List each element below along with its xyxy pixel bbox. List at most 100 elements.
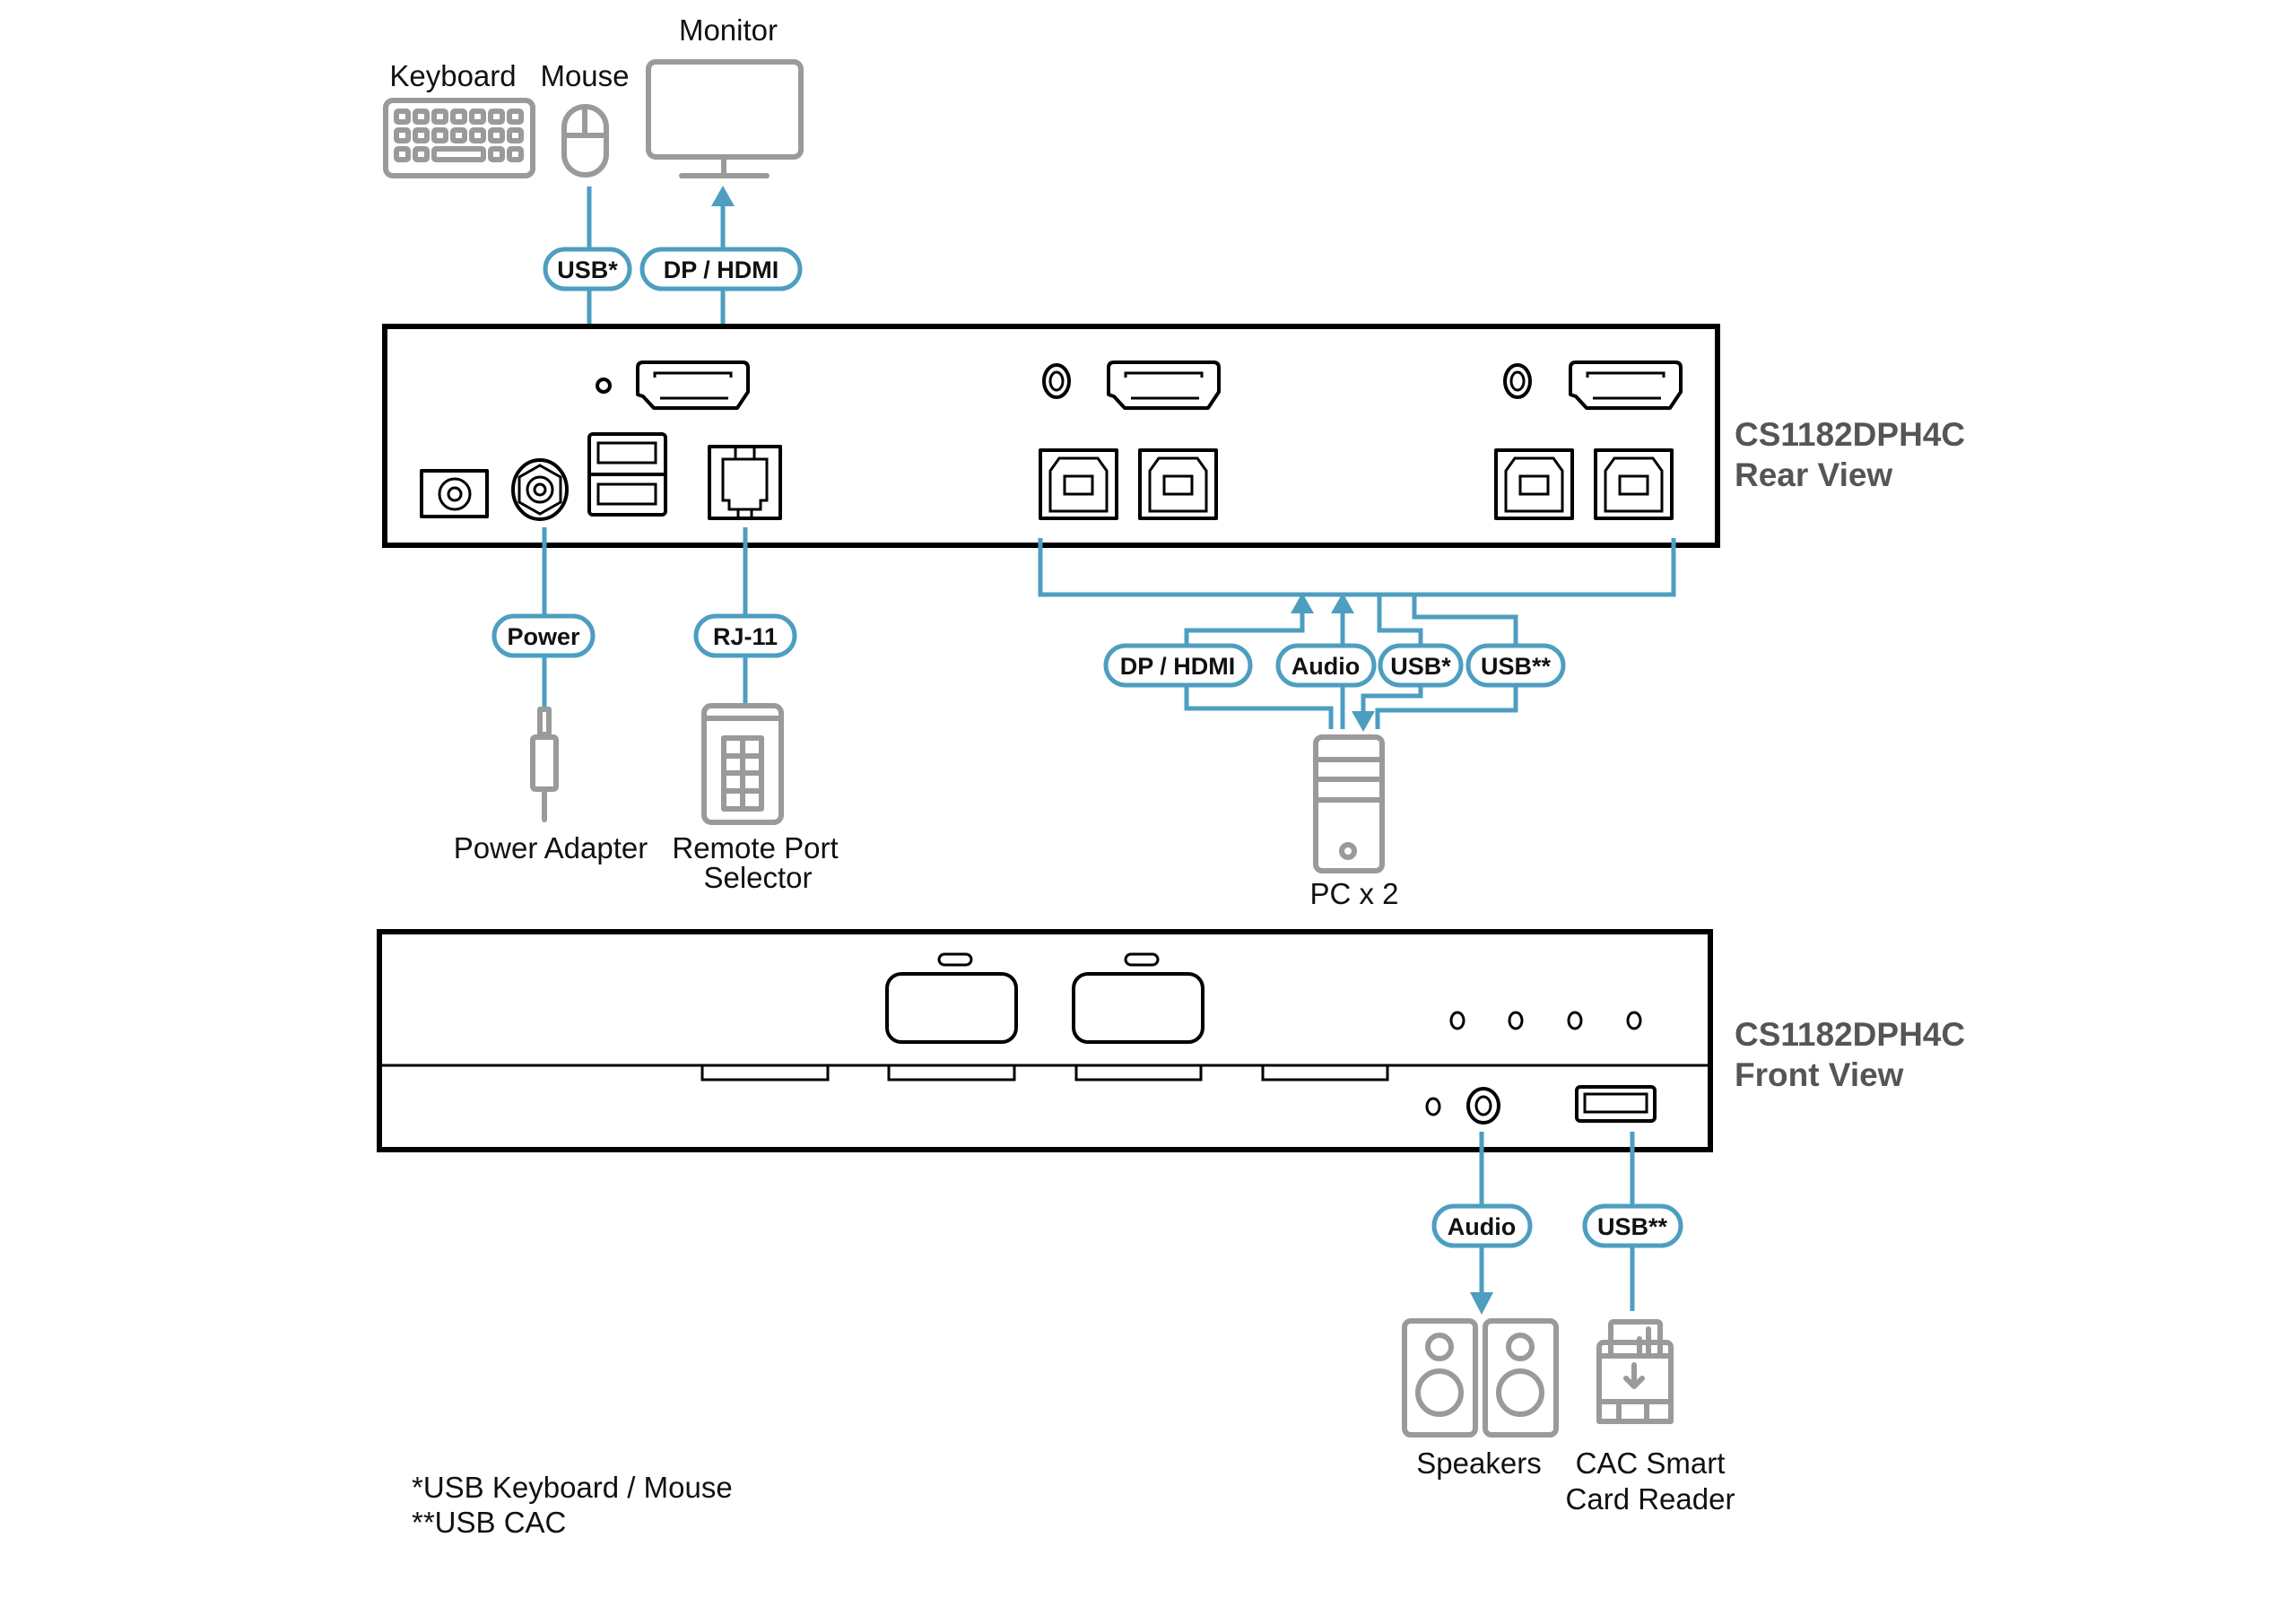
- pc-cac-usb-pill: [1465, 643, 1566, 688]
- rj11-connection: RJ-11 Remote Port Selector: [672, 527, 839, 894]
- port-tab-4: [1261, 1064, 1389, 1081]
- key-icon: [413, 127, 430, 143]
- key-icon: [488, 146, 505, 162]
- pc-label: PC x 2: [1309, 877, 1398, 910]
- power-adapter-icon: [530, 707, 559, 822]
- key-icon: [507, 127, 524, 143]
- dc-power-jack: [420, 469, 489, 518]
- port-select-button-2[interactable]: [1072, 972, 1205, 1044]
- speakers-device: Speakers: [1402, 1318, 1559, 1480]
- smart-card-reader-icon: [1596, 1319, 1674, 1424]
- key-icon: [507, 109, 524, 125]
- pc-tower-icon: [1313, 734, 1385, 873]
- status-led-1: [1449, 1011, 1465, 1030]
- rj11-label: RJ-11: [713, 623, 778, 650]
- remote-port-selector-icon: [701, 703, 784, 825]
- keyboard-device: Keyboard: [383, 59, 535, 178]
- monitor-label: Monitor: [679, 13, 778, 47]
- key-icon: [413, 109, 430, 125]
- usb-console-label: USB*: [557, 256, 618, 283]
- mouse-icon: [561, 104, 609, 178]
- usb-a-ports-console: [587, 432, 667, 517]
- card-reader-device: CAC Smart Card Reader: [1566, 1319, 1735, 1516]
- rj11-pill: [693, 613, 797, 658]
- front-audio-pill: [1431, 1203, 1533, 1248]
- usb-b-port-pc1-b: [1138, 448, 1218, 520]
- front-audio-connection: Audio: [1431, 1132, 1533, 1315]
- power-connection: Power Power Adapter: [454, 527, 648, 864]
- hdmi-port-pc2: [1569, 360, 1683, 410]
- speakers-icon: [1402, 1318, 1559, 1438]
- pc-usb-pill: [1378, 643, 1464, 688]
- pc-audio-pill: [1275, 643, 1377, 688]
- rj11-port: [708, 445, 782, 520]
- pc1-audio-jack: [1042, 363, 1071, 399]
- front-model-title: CS1182DPH4C: [1735, 1016, 1965, 1053]
- keyboard-label: Keyboard: [389, 59, 516, 92]
- footnote-usb-kvm: *USB Keyboard / Mouse: [412, 1471, 733, 1504]
- key-icon: [431, 109, 448, 125]
- grounding-terminal: [511, 458, 569, 521]
- video-console-pill: [639, 247, 803, 291]
- port-led-1: [937, 952, 973, 967]
- power-pill: [491, 613, 596, 658]
- pc2-audio-jack: [1503, 363, 1532, 399]
- front-view-title: Front View: [1735, 1056, 1904, 1093]
- key-icon: [431, 146, 486, 162]
- key-icon: [450, 109, 467, 125]
- arrow-up-icon: [1331, 593, 1354, 613]
- monitor-icon: [646, 59, 804, 178]
- usb-b-port-pc1-a: [1039, 448, 1118, 520]
- remote-port-label-line2: Selector: [703, 861, 812, 894]
- key-icon: [488, 127, 505, 143]
- key-icon: [469, 127, 486, 143]
- mouse-label: Mouse: [540, 59, 629, 92]
- console-video-connection: DP / HDMI: [639, 186, 803, 352]
- key-icon: [413, 146, 430, 162]
- pc-video-label: DP / HDMI: [1120, 653, 1236, 680]
- card-reader-label-line1: CAC Smart: [1576, 1446, 1726, 1480]
- monitor-device: Monitor: [646, 13, 804, 178]
- key-icon: [394, 109, 411, 125]
- port-tab-3: [1074, 1064, 1203, 1081]
- port-select-button-1[interactable]: [885, 972, 1018, 1044]
- status-led-3: [1567, 1011, 1583, 1030]
- key-icon: [431, 127, 448, 143]
- pc-cac-usb-label: USB**: [1481, 653, 1552, 680]
- remote-port-label-line1: Remote Port: [672, 831, 838, 864]
- footnotes: *USB Keyboard / Mouse **USB CAC: [412, 1471, 733, 1539]
- power-adapter-label: Power Adapter: [454, 831, 648, 864]
- hdmi-port-console: [636, 360, 750, 410]
- pc-device: PC x 2: [1309, 734, 1399, 910]
- arrow-down-icon: [1352, 711, 1375, 732]
- pc-connection-bus: DP / HDMI Audio USB* USB**: [1038, 538, 1676, 732]
- key-icon: [507, 146, 524, 162]
- front-audio-jack: [1466, 1087, 1500, 1125]
- front-usb-connection: USB**: [1582, 1132, 1683, 1311]
- footnote-usb-cac: **USB CAC: [412, 1506, 566, 1539]
- usb-b-port-pc2-b: [1594, 448, 1674, 520]
- rear-view-title: Rear View: [1735, 456, 1892, 493]
- key-icon: [450, 127, 467, 143]
- port-tab-1: [700, 1064, 830, 1081]
- video-console-label: DP / HDMI: [664, 256, 779, 283]
- speakers-label: Speakers: [1416, 1446, 1541, 1480]
- usb-console-pill: [543, 247, 632, 291]
- keyboard-icon: [383, 98, 535, 178]
- card-reader-label-line2: Card Reader: [1566, 1482, 1735, 1516]
- front-audio-label: Audio: [1448, 1213, 1516, 1240]
- front-usb-label: USB**: [1597, 1213, 1668, 1240]
- front-view-unit: [377, 929, 1713, 1152]
- status-led-2: [1508, 1011, 1524, 1030]
- mouse-device: Mouse: [540, 59, 630, 178]
- arrow-up-icon: [711, 186, 735, 206]
- console-status-hole: [596, 378, 612, 394]
- key-icon: [394, 127, 411, 143]
- key-icon: [488, 109, 505, 125]
- usb-b-port-pc2-a: [1494, 448, 1574, 520]
- rear-model-title: CS1182DPH4C: [1735, 416, 1965, 453]
- front-indicator-hole: [1425, 1097, 1441, 1116]
- front-panel: [377, 929, 1713, 1152]
- port-tab-2: [887, 1064, 1016, 1081]
